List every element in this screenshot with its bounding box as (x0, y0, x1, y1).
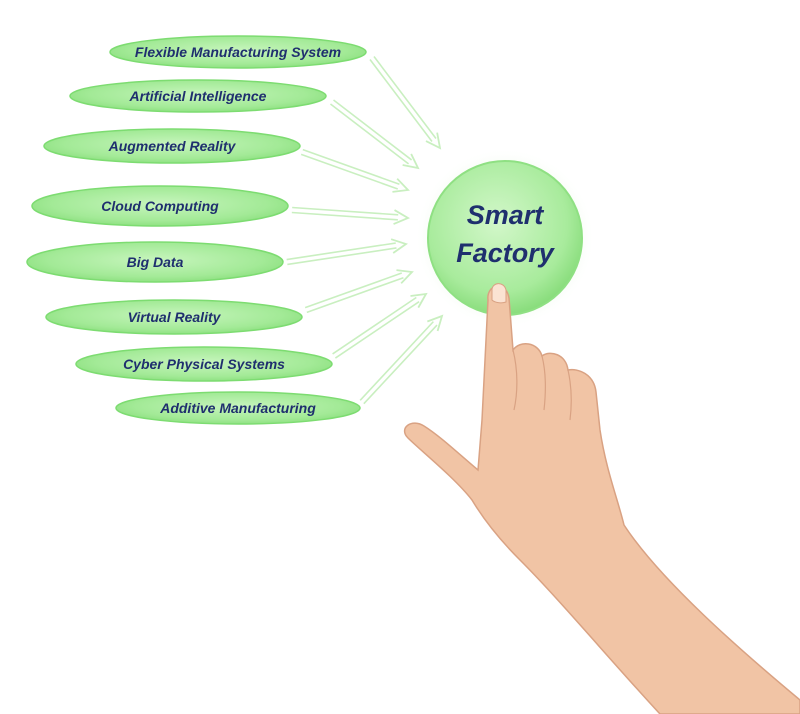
node-label: Cyber Physical Systems (123, 356, 285, 372)
node-3[interactable]: Augmented Reality (43, 128, 301, 164)
arrow-head (396, 269, 414, 284)
knuckle-line-1 (541, 355, 546, 411)
node-oval (115, 391, 361, 425)
arrow-6 (304, 269, 414, 314)
arrow-shaft-line (359, 321, 434, 401)
arrow-2 (329, 99, 420, 170)
arrow-shaft-line (369, 59, 433, 143)
node-label: Flexible Manufacturing System (135, 44, 341, 60)
arrow-head (427, 314, 444, 332)
node-label: Artificial Intelligence (129, 88, 267, 104)
node-5[interactable]: Big Data (26, 241, 284, 283)
arrow-shaft-line (333, 99, 413, 161)
connector-arrows (286, 56, 444, 405)
arrow-head (425, 132, 442, 150)
arrow-4 (291, 206, 411, 225)
node-oval (109, 35, 367, 69)
arrow-head (392, 178, 410, 193)
arrow-shaft-line (287, 247, 397, 266)
node-label: Additive Manufacturing (159, 400, 316, 416)
arrow-shaft-line (302, 148, 400, 186)
arrow-8 (359, 314, 444, 405)
arrow-shaft-line (286, 242, 396, 261)
node-label: Big Data (127, 254, 184, 270)
arrow-shaft-line (363, 324, 438, 405)
arrow-head (410, 292, 428, 309)
node-oval (45, 299, 303, 335)
arrow-1 (369, 56, 442, 150)
arrow-shaft-line (304, 272, 403, 309)
arrow-shaft-line (291, 211, 398, 221)
node-7[interactable]: Cyber Physical Systems (75, 346, 333, 382)
node-oval (69, 79, 327, 113)
node-4[interactable]: Cloud Computing (31, 185, 289, 227)
arrow-shaft-line (292, 206, 399, 216)
node-oval (75, 346, 333, 382)
arrow-7 (332, 292, 428, 359)
hub-node[interactable]: Smart Factory (415, 148, 595, 328)
arrow-5 (286, 238, 408, 266)
node-oval (26, 241, 284, 283)
hub-title-line1: Smart (467, 200, 545, 230)
node-label: Cloud Computing (101, 198, 219, 214)
node-2[interactable]: Artificial Intelligence (69, 79, 327, 113)
arrow-head (393, 209, 411, 225)
arrow-shaft-line (306, 276, 404, 314)
node-6[interactable]: Virtual Reality (45, 299, 303, 335)
knuckle-line-3 (512, 349, 518, 411)
arrow-3 (300, 148, 410, 193)
arrow-head (390, 238, 408, 254)
arrow-shaft-line (334, 300, 420, 359)
node-label: Augmented Reality (108, 138, 237, 154)
arrow-head (402, 153, 420, 170)
knuckle-line-2 (567, 369, 572, 421)
fingernail (491, 283, 507, 304)
node-oval (43, 128, 301, 164)
node-1[interactable]: Flexible Manufacturing System (109, 35, 367, 69)
arrow-shaft-line (300, 153, 399, 190)
node-oval (31, 185, 289, 227)
node-8[interactable]: Additive Manufacturing (115, 391, 361, 425)
arrow-shaft-line (329, 103, 410, 165)
hub-title-line2: Factory (456, 238, 556, 268)
node-label: Virtual Reality (128, 309, 222, 325)
arrow-shaft-line (373, 56, 437, 139)
node-ovals: Flexible Manufacturing SystemArtificial … (26, 35, 367, 425)
pointing-hand-image (403, 283, 800, 714)
hand-shape (403, 285, 800, 714)
arrow-shaft-line (332, 296, 417, 355)
